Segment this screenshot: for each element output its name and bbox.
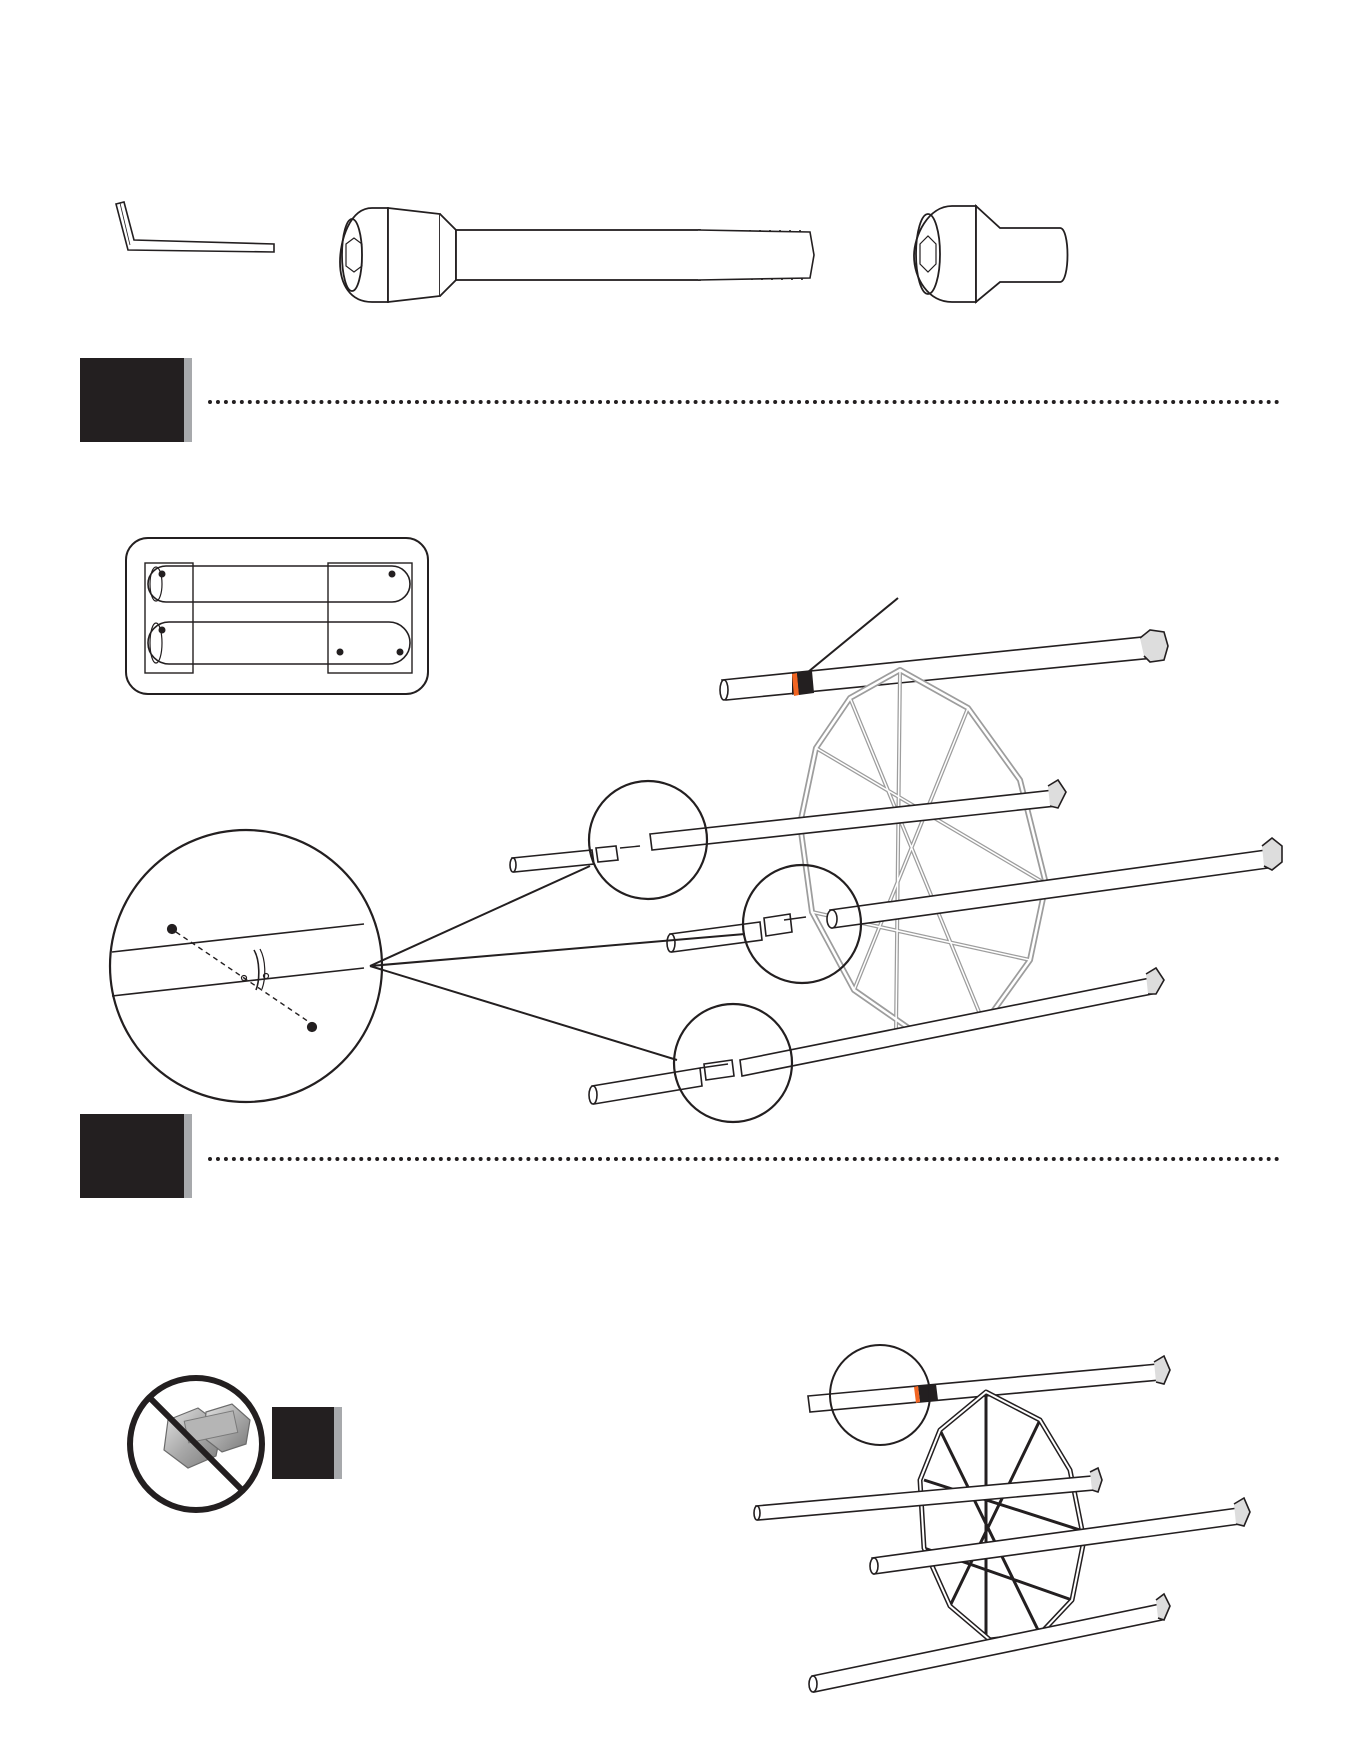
top-tube — [720, 630, 1168, 700]
bottom-tube — [589, 968, 1164, 1104]
no-hex-nut-icon — [130, 1378, 262, 1510]
step-1-assembly — [110, 598, 1282, 1122]
barrel-nut-icon — [914, 206, 1068, 302]
s2-top-tube — [808, 1364, 1160, 1412]
magnified-detail — [110, 830, 382, 1102]
parts-box — [126, 538, 428, 694]
allen-wrench-icon — [116, 202, 274, 252]
third-tube — [667, 838, 1282, 952]
octagon-frame — [800, 670, 1046, 1036]
step-2-assembly — [754, 1345, 1250, 1692]
second-tube — [510, 780, 1066, 872]
bolt-icon — [340, 208, 814, 302]
s2-third-tube — [872, 1508, 1240, 1574]
s2-second-tube — [756, 1476, 1094, 1520]
